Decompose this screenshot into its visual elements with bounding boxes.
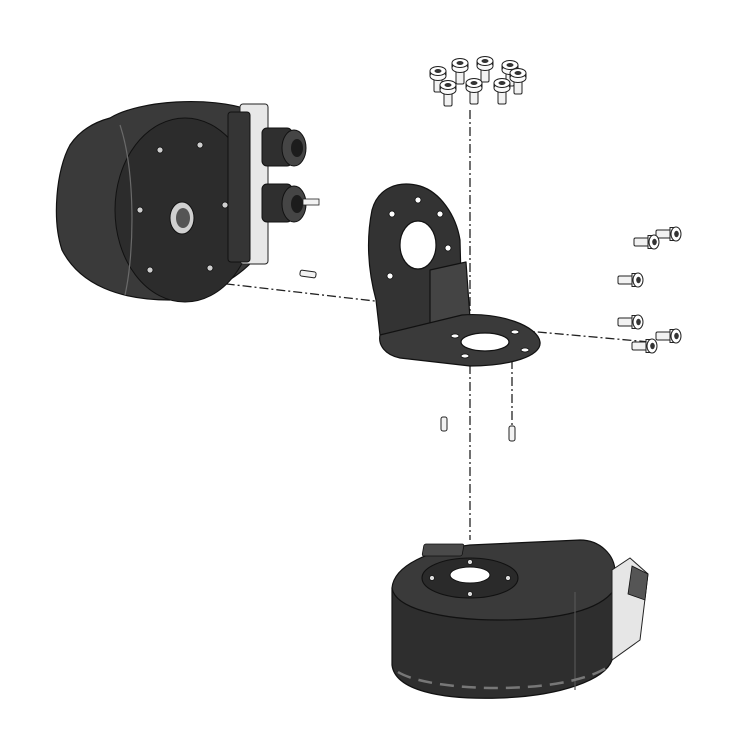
bracket-screw-right	[633, 234, 660, 250]
dowel-pin	[508, 425, 516, 442]
dowel-pin	[440, 416, 448, 432]
bracket-screw-top	[476, 56, 494, 83]
bracket-screw-top	[509, 68, 527, 95]
bracket-screws-right	[617, 226, 682, 354]
actuator-base-holes	[429, 559, 511, 597]
bracket-screw-top	[451, 58, 469, 85]
actuator-base-grip-band	[397, 666, 607, 690]
axis-line-left-actuator	[174, 277, 471, 313]
bracket-screws-top	[429, 56, 527, 107]
bracket-screw-top	[439, 80, 457, 107]
bracket-base-plate	[379, 313, 541, 367]
actuator-side-ridge	[119, 124, 133, 296]
bracket-base-holes	[450, 329, 530, 359]
bracket-screw-right	[617, 272, 644, 288]
actuator-side-view	[55, 101, 320, 303]
actuator-base-bore	[449, 566, 491, 584]
bracket-screw-right	[617, 314, 644, 330]
bracket-screw-right	[655, 226, 682, 242]
bracket-base-bore	[460, 332, 510, 352]
actuator-side-bore-inner	[176, 208, 190, 228]
bracket-screw-right	[655, 328, 682, 344]
actuator-side-rear-cover	[227, 111, 251, 263]
bracket-screw-top	[465, 78, 483, 105]
actuator-base-view	[391, 539, 649, 699]
cable-gland-lower	[261, 183, 320, 223]
actuator-base-gland-nut	[627, 565, 649, 601]
dowel-pin	[299, 269, 317, 279]
mounting-bracket	[367, 183, 541, 367]
actuator-side-mount-holes	[136, 141, 229, 274]
actuator-base-label-plate	[421, 543, 465, 557]
dowel-pins	[299, 269, 516, 442]
bracket-upright-bore	[399, 220, 437, 270]
cable-gland-upper	[261, 127, 307, 167]
bracket-screw-top	[493, 78, 511, 105]
